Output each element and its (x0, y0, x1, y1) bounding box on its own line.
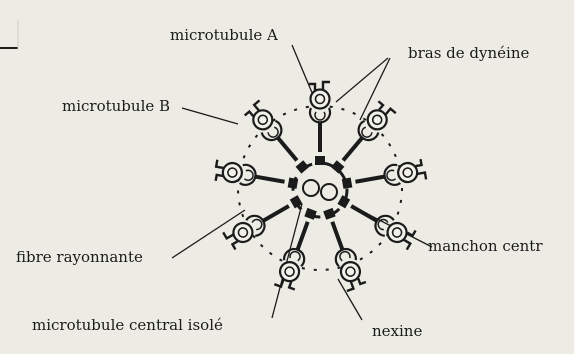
spoke-head (288, 178, 299, 189)
microtubule-b-lumen (244, 170, 254, 181)
outer-dynein-arm (323, 82, 330, 90)
pointer-nexin (338, 279, 362, 320)
spoke-head (323, 208, 335, 220)
radial-spoke (355, 177, 385, 182)
spoke-head (331, 160, 344, 173)
radial-spoke (343, 137, 362, 160)
microtubule-b-lumen (386, 170, 396, 181)
microtubule-a (397, 162, 419, 184)
radial-spoke (263, 206, 289, 221)
inner-dynein-arm (407, 227, 415, 235)
inner-dynein-arm (289, 282, 297, 290)
label-central-microtubule: microtubule central isolé (32, 316, 223, 334)
pointer-microtubule-a (292, 45, 313, 95)
central-microtubule (321, 184, 337, 200)
inner-dynein-arm (358, 276, 366, 284)
microtubule-a (277, 259, 301, 283)
microtubule-a (249, 106, 276, 133)
spoke-head (290, 195, 303, 208)
label-nexin: nexine (372, 322, 422, 340)
spoke-head (315, 156, 325, 165)
pointer-dynein-arm-1 (336, 58, 388, 102)
outer-dynein-arm (223, 228, 233, 238)
label-microtubule-a: microtubule A (170, 26, 278, 44)
label-dynein-arms: bras de dynéine (408, 44, 530, 62)
doublet (309, 82, 330, 122)
outer-dynein-arm (216, 160, 225, 168)
inner-dynein-arm (375, 101, 383, 109)
spoke-head (337, 195, 350, 208)
radial-spoke (278, 137, 297, 160)
doublet (214, 160, 257, 188)
inner-dynein-arm (232, 241, 240, 249)
central-microtubule (303, 180, 319, 196)
microtubule-a (311, 90, 330, 109)
pointer-central-microtubule (272, 204, 302, 318)
outer-dynein-arm (344, 281, 353, 291)
label-central-sheath: manchon centr (428, 237, 543, 255)
inner-dynein-arm (415, 159, 422, 166)
spoke-head (296, 160, 309, 173)
microtubule-a (230, 220, 256, 246)
radial-spoke (351, 206, 377, 221)
doublet-ring (214, 82, 426, 291)
radial-spoke (297, 222, 307, 250)
radial-spoke (255, 177, 285, 182)
inner-dynein-arm (245, 112, 253, 120)
label-radial-spoke: fibre rayonnante (16, 248, 143, 266)
pointer-microtubule-b (182, 108, 238, 124)
microtubule-b-lumen (315, 112, 325, 120)
label-microtubule-b: microtubule B (62, 97, 170, 115)
spoke-head (342, 178, 353, 189)
doublet (383, 159, 426, 187)
inner-dynein-arm (216, 175, 223, 182)
microtubule-a (364, 106, 391, 133)
outer-dynein-arm (417, 173, 426, 181)
microtubule-a (221, 162, 243, 184)
pointer-lines (172, 45, 432, 320)
radial-spoke (332, 222, 342, 250)
